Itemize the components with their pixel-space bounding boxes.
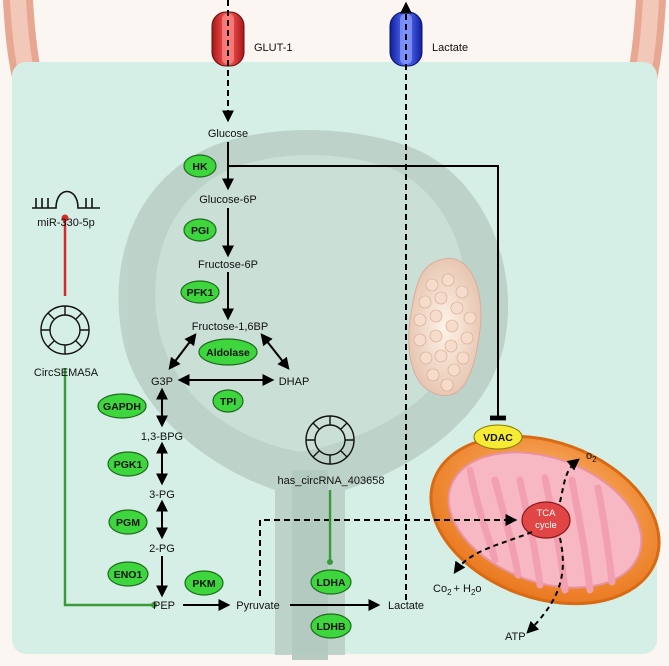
svg-text:LDHA: LDHA <box>316 577 346 589</box>
svg-text:PKM: PKM <box>192 578 216 590</box>
tca-cycle: TCA cycle <box>521 501 571 539</box>
enzyme-eno1: ENO1 <box>107 561 149 587</box>
svg-text:PGM: PGM <box>116 517 140 529</box>
metabolite-glucose-6p: Glucose-6P <box>199 194 256 206</box>
tumor-cluster <box>408 257 482 396</box>
metabolite-g3p: G3P <box>151 376 173 388</box>
mirna-330-5p-label: miR-330-5p <box>37 217 94 229</box>
enzyme-pgi: PGI <box>183 218 217 242</box>
circrna-403658-ring-icon <box>305 415 355 465</box>
svg-text:PFK1: PFK1 <box>187 287 214 299</box>
svg-text:GAPDH: GAPDH <box>103 401 141 413</box>
mirna-hairpin-icon <box>32 190 100 209</box>
metabolite-glucose: Glucose <box>208 128 248 140</box>
atp-label: ATP <box>505 631 526 643</box>
enzyme-ldha: LDHA <box>310 569 352 595</box>
regulator-lines <box>61 214 333 608</box>
svg-text:ENO1: ENO1 <box>114 569 143 581</box>
enzyme-pgk1: PGK1 <box>107 451 149 477</box>
metabolite-3pg: 3-PG <box>149 489 175 501</box>
o2-label: o2 <box>586 450 597 464</box>
enzyme-pgm: PGM <box>108 509 148 535</box>
svg-text:PGI: PGI <box>191 225 209 237</box>
metabolite-lactate: Lactate <box>388 600 424 612</box>
svg-text:Aldolase: Aldolase <box>206 347 250 359</box>
enzyme-gapdh: GAPDH <box>97 393 147 419</box>
metabolite-fructose-16bp: Fructose-1,6BP <box>192 321 268 333</box>
circsema5a-ring-icon <box>40 305 90 355</box>
vdac-channel: VDAC <box>473 424 523 450</box>
metabolite-pep: PEP <box>153 600 175 612</box>
enzyme-pfk1: PFK1 <box>180 280 220 304</box>
circrna-403658-label: has_circRNA_403658 <box>277 475 384 487</box>
pathway-arrows <box>156 0 580 634</box>
enzyme-badges: HK PGI PFK1 Aldolase TPI GAPDH PGK1 PGM <box>97 154 352 639</box>
svg-text:HK: HK <box>192 161 208 173</box>
mito-outputs: o2 Co2+ H2o ATP <box>433 450 597 643</box>
metabolite-pyruvate: Pyruvate <box>236 600 279 612</box>
metabolite-fructose-6p: Fructose-6P <box>198 259 258 271</box>
lactate-channel-label: Lactate <box>432 42 468 54</box>
co2-h2o-label: Co2+ H2o <box>433 583 482 597</box>
svg-text:cycle: cycle <box>535 520 557 531</box>
metabolite-dhap: DHAP <box>279 376 310 388</box>
enzyme-ldhb: LDHB <box>310 613 352 639</box>
svg-text:PGK1: PGK1 <box>114 459 143 471</box>
enzyme-hk: HK <box>183 154 217 178</box>
metabolite-2pg: 2-PG <box>149 543 175 555</box>
svg-text:TCA: TCA <box>537 508 557 519</box>
enzyme-aldolase: Aldolase <box>198 338 258 366</box>
svg-text:LDHB: LDHB <box>316 621 346 633</box>
glut1-label: GLUT-1 <box>254 42 293 54</box>
circsema5a-label: CircSEMA5A <box>34 367 99 379</box>
svg-text:TPI: TPI <box>220 396 236 408</box>
svg-text:VDAC: VDAC <box>483 432 513 444</box>
enzyme-tpi: TPI <box>212 389 244 413</box>
enzyme-pkm: PKM <box>184 570 224 596</box>
metabolite-13bpg: 1,3-BPG <box>141 431 183 443</box>
metabolite-labels: Glucose Glucose-6P Fructose-6P Fructose-… <box>141 128 424 612</box>
